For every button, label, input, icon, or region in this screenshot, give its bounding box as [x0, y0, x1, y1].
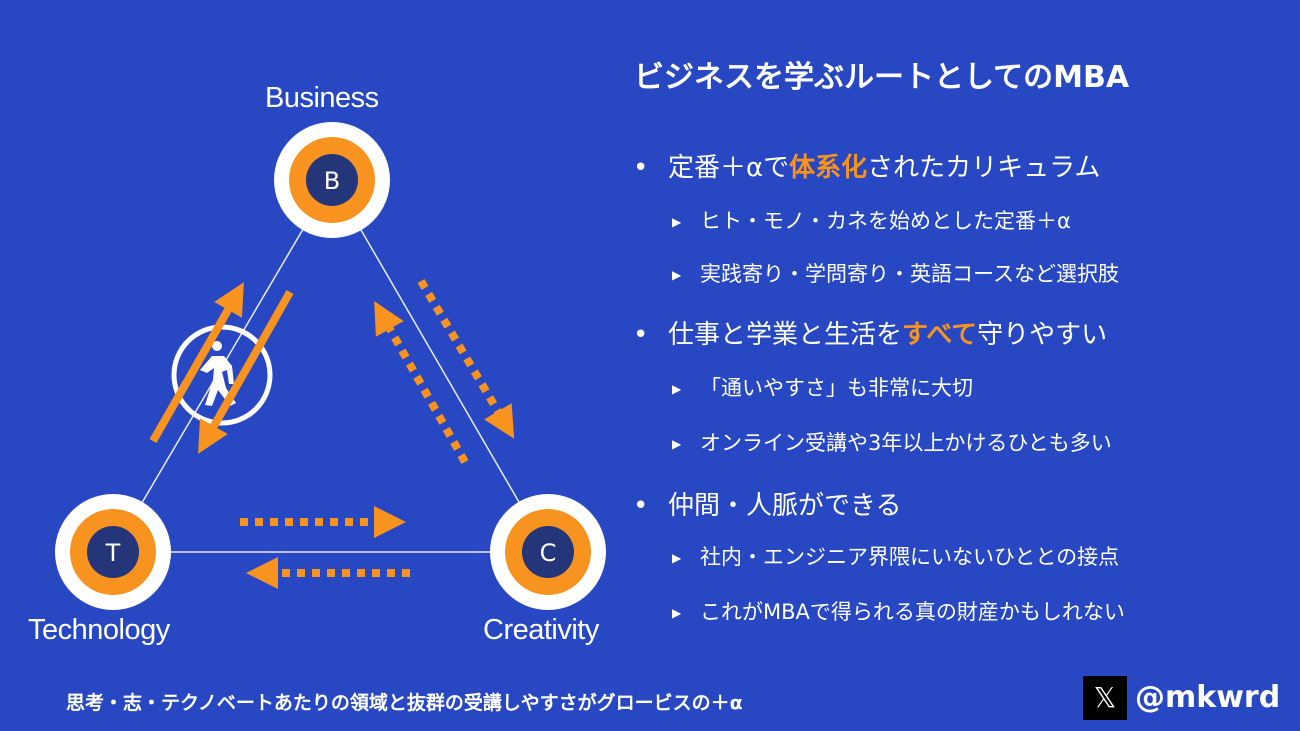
node-business: B: [274, 122, 390, 238]
node-letter-c: C: [540, 539, 557, 567]
sub-bullet: ▶社内・エンジニア界隈にいないひととの接点: [672, 545, 1120, 569]
arrow-up-solid: [149, 282, 244, 443]
x-logo-icon: 𝕏: [1083, 676, 1127, 720]
sub-bullet: ▶ヒト・モノ・カネを始めとした定番＋α: [672, 209, 1071, 233]
sub-bullet: ▶「通いやすさ」も非常に大切: [672, 376, 973, 400]
footer-text: 思考・志・テクノベートあたりの領域と抜群の受講しやすさがグロービスの＋α: [66, 692, 743, 714]
arrow-c-to-b: [374, 301, 469, 464]
node-letter-t: T: [105, 539, 121, 567]
arrow-down-solid: [198, 290, 294, 454]
slide-title: ビジネスを学ぶルートとしてのMBA: [634, 60, 1130, 95]
arrow-b-to-c: [417, 278, 515, 439]
sub-bullet: ▶オンライン受講や3年以上かけるひとも多い: [672, 431, 1112, 455]
bullet-2: •仕事と学業と生活をすべて守りやすい: [633, 320, 1108, 350]
sub-bullet: ▶実践寄り・学問寄り・英語コースなど選択肢: [672, 262, 1119, 286]
sub-bullet: ▶これがMBAで得られる真の財産かもしれない: [672, 600, 1125, 624]
node-technology: T: [55, 494, 171, 610]
dotted-arrows: [240, 278, 515, 589]
solid-arrows: [149, 282, 294, 454]
bullet-3: •仲間・人脈ができる: [633, 491, 902, 521]
bullet-1: •定番＋αで体系化されたカリキュラム: [633, 153, 1101, 183]
social-handle: @mkwrd: [1135, 680, 1281, 715]
label-technology: Technology: [28, 614, 170, 646]
node-letter-b: B: [324, 167, 340, 195]
label-business: Business: [265, 82, 379, 114]
label-creativity: Creativity: [483, 614, 599, 646]
btc-triangle-diagram: B T C: [55, 122, 606, 610]
node-creativity: C: [490, 494, 606, 610]
